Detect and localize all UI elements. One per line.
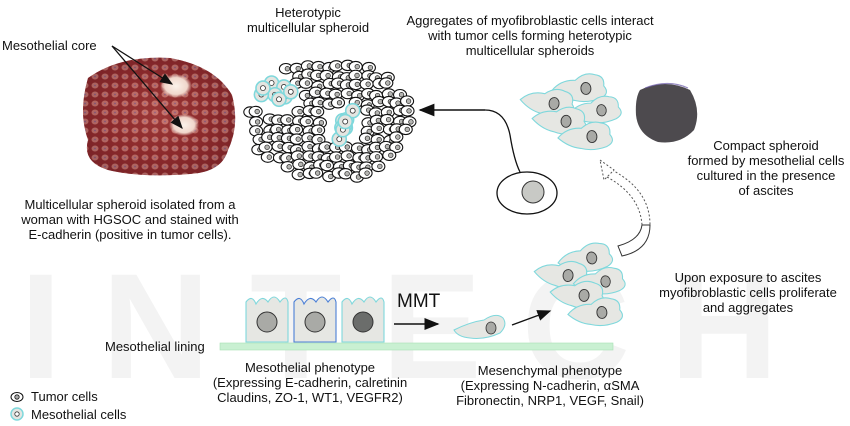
core-arrow-1 [111,45,174,85]
myofibroblast-cell [557,121,613,151]
tumor-cell-connector [484,109,521,173]
myofibroblast-cell [531,106,587,135]
stained-spheroid-image [83,57,236,176]
mesenchymal-phenotype-caption: Mesenchymal phenotype (Expressing N-cadh… [456,363,644,408]
mesothelial-core-1 [160,74,192,98]
myofibroblast-aggregate-bottom [533,242,626,327]
migrating-cell [453,314,506,339]
compact-spheroid-image [635,82,698,143]
myofibroblast-cell [549,280,605,310]
aggregates-caption: Aggregates of myofibroblastic cells inte… [406,13,654,58]
ascites-exposure-caption: Upon exposure to ascites myofibroblastic… [659,270,837,315]
tumor-cell-icon [10,392,24,402]
heterotypic-spheroid-title: Heterotypic multicellular spheroid [246,5,370,35]
mesothelial-cell-cuboidal [293,296,337,343]
arrow-to-aggregate [511,310,552,326]
mesothelial-lining-label: Mesothelial lining [105,339,205,354]
compact-spheroid-caption: Compact spheroid formed by mesothelial c… [687,138,845,198]
mesothelial-lining-bar [219,342,614,351]
core-arrow-2 [111,45,183,129]
mesothelial-cell-cuboidal [245,296,289,343]
myofibroblast-cell [567,297,623,327]
mmt-label: MMT [397,291,441,312]
dashed-curved-arrow [611,169,651,226]
mesothelial-cells-row [245,296,385,343]
mesothelial-phenotype-caption: Mesothelial phenotype (Expressing E-cadh… [212,360,408,405]
mesothelial-cell-icon [10,407,24,421]
heterotypic-spheroid [243,59,417,183]
mesothelial-core-label: Mesothelial core [2,38,97,53]
watermark: INTECH [20,242,819,410]
isolated-spheroid-caption: Multicellular spheroid isolated from a w… [21,197,239,242]
solid-curved-arrow [617,224,651,257]
legend-tumor-cells: Tumor cells [31,389,98,404]
tumor-cell-nucleus [521,180,545,204]
legend-mesothelial-cells: Mesothelial cells [31,407,127,422]
mesothelial-cell-cuboidal [341,296,385,343]
myofibroblast-aggregate-top [519,73,622,151]
